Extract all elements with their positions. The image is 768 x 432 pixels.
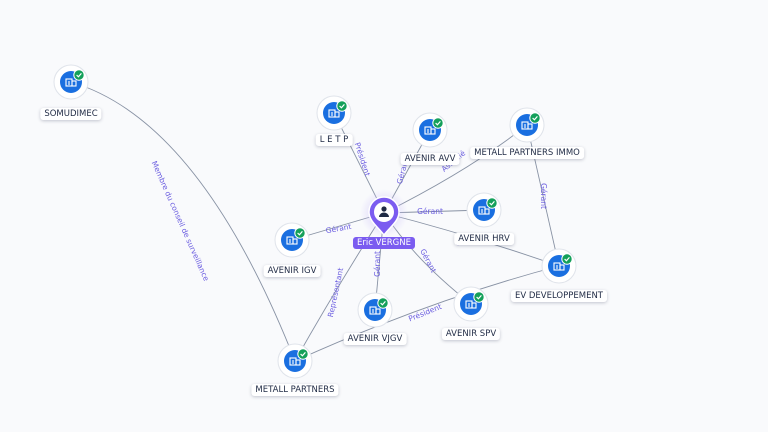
verified-check-icon bbox=[336, 100, 348, 112]
edge-label: Gérant bbox=[417, 207, 443, 216]
company-label-avenir_igv[interactable]: AVENIR IGV bbox=[263, 265, 321, 277]
building-glyph bbox=[478, 206, 490, 215]
building-glyph bbox=[521, 121, 533, 130]
building-glyph bbox=[65, 78, 77, 87]
building-glyph bbox=[553, 262, 565, 271]
edge-label: Gérant bbox=[418, 247, 438, 274]
company-label-metall_immo[interactable]: METALL PARTNERS IMMO bbox=[470, 147, 584, 159]
building-glyph bbox=[424, 126, 436, 135]
verified-check-icon bbox=[561, 253, 573, 265]
edge-label: Membre du conseil de surveillance bbox=[150, 160, 211, 283]
building-glyph bbox=[286, 236, 298, 245]
verified-check-icon bbox=[473, 291, 485, 303]
company-node-avenir_hrv[interactable] bbox=[466, 192, 502, 228]
verified-check-icon bbox=[529, 112, 541, 124]
person-node[interactable] bbox=[360, 189, 408, 237]
verified-check-icon bbox=[297, 348, 309, 360]
company-node-letp[interactable] bbox=[316, 95, 352, 131]
person-name-label[interactable]: Eric VERGNE bbox=[352, 237, 416, 249]
company-label-somudimec[interactable]: SOMUDIMEC bbox=[40, 108, 102, 120]
edge-ev_dev-metall_partners bbox=[294, 265, 560, 362]
company-node-somudimec[interactable] bbox=[53, 64, 89, 100]
company-label-avenir_vjgv[interactable]: AVENIR VJGV bbox=[343, 333, 407, 345]
company-label-avenir_avv[interactable]: AVENIR AVV bbox=[400, 153, 460, 165]
company-label-letp[interactable]: L E T P bbox=[315, 134, 353, 146]
user-icon bbox=[379, 206, 389, 217]
verified-check-icon bbox=[432, 117, 444, 129]
company-label-avenir_spv[interactable]: AVENIR SPV bbox=[441, 328, 501, 340]
building-glyph bbox=[465, 300, 477, 309]
edge-label: Gérant bbox=[539, 183, 548, 209]
company-node-metall_immo[interactable] bbox=[509, 107, 545, 143]
building-glyph bbox=[328, 109, 340, 118]
company-node-avenir_avv[interactable] bbox=[412, 112, 448, 148]
edge-somudimec-metall_partners bbox=[70, 81, 296, 362]
company-label-avenir_hrv[interactable]: AVENIR HRV bbox=[454, 233, 514, 245]
edge-label: Représentant bbox=[326, 267, 345, 318]
edge-label: Gérant bbox=[373, 251, 382, 277]
company-node-ev_dev[interactable] bbox=[541, 248, 577, 284]
company-label-metall_partners[interactable]: METALL PARTNERS bbox=[251, 384, 339, 396]
company-node-avenir_vjgv[interactable] bbox=[357, 292, 393, 328]
verified-check-icon bbox=[73, 69, 85, 81]
company-node-metall_partners[interactable] bbox=[277, 343, 313, 379]
building-glyph bbox=[289, 357, 301, 366]
company-node-avenir_spv[interactable] bbox=[453, 286, 489, 322]
verified-check-icon bbox=[294, 227, 306, 239]
company-node-avenir_igv[interactable] bbox=[274, 222, 310, 258]
verified-check-icon bbox=[486, 197, 498, 209]
building-glyph bbox=[369, 306, 381, 315]
edge-label: Président bbox=[353, 141, 372, 177]
company-label-ev_dev[interactable]: EV DEVELOPPEMENT bbox=[511, 290, 607, 302]
edge-label: Gérant bbox=[325, 222, 352, 235]
verified-check-icon bbox=[377, 297, 389, 309]
edge-label: Président bbox=[407, 302, 443, 323]
